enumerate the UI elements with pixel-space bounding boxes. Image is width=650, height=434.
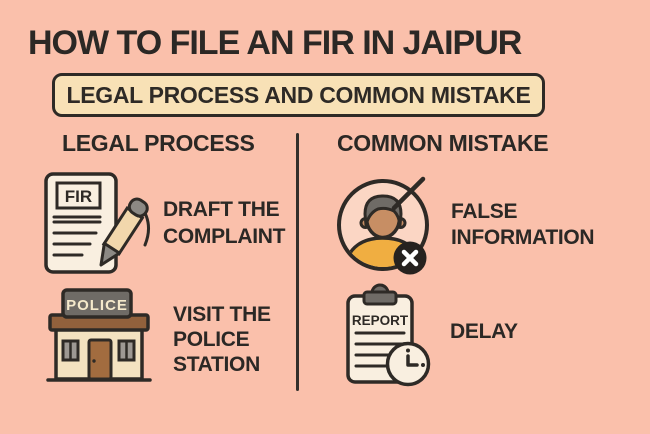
common-mistake-heading: COMMON MISTAKE (337, 130, 549, 156)
subtitle-banner-label: LEGAL PROCESS AND COMMON MISTAKE (66, 81, 531, 108)
police-station-icon: POLICE (46, 288, 152, 382)
page-title: HOW TO FILE AN FIR IN JAIPUR (28, 24, 522, 62)
clock-icon (385, 341, 431, 387)
draft-complaint-label: DRAFT THE COMPLAINT (163, 198, 286, 248)
legal-process-heading: LEGAL PROCESS (62, 130, 255, 156)
report-clock-icon: REPORT (346, 283, 431, 387)
column-divider (296, 133, 299, 391)
visit-police-station-label: VISIT THE POLICE STATION (173, 303, 271, 376)
delay-label: DELAY (450, 320, 518, 343)
false-information-label: FALSE INFORMATION (451, 200, 595, 249)
police-sign-label: POLICE (66, 297, 128, 314)
false-information-person-icon (337, 176, 429, 275)
fir-label: FIR (65, 187, 92, 206)
fir-document-icon: FIR (44, 172, 151, 274)
cross-badge-icon (393, 241, 427, 275)
subtitle-banner: LEGAL PROCESS AND COMMON MISTAKE (52, 73, 545, 117)
report-label: REPORT (352, 313, 409, 328)
